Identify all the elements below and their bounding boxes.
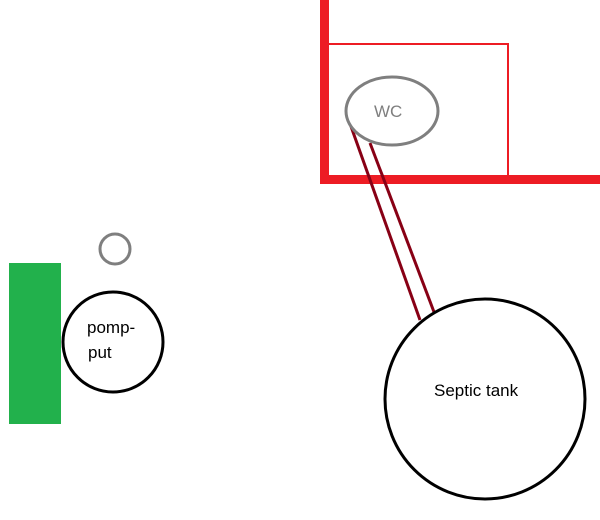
house-wall-horizontal [320,175,600,184]
house-wall-vertical [320,0,329,184]
drain-pipe [346,117,436,321]
wc-outline [344,75,440,147]
pomp-put-label-line2: put [88,343,112,362]
house-wall [320,0,600,184]
green-block [9,263,61,424]
bathroom-outline [329,43,509,176]
small-circle [98,232,132,266]
pomp-put-outline [61,290,165,394]
drain-pipe-line-left [346,117,422,321]
pomp-put-label-line1: pomp- [87,318,135,337]
septic-tank: Septic tank [383,297,587,501]
septic-tank-label: Septic tank [434,381,519,400]
pomp-put: pomp- put [61,290,165,394]
septic-tank-outline [383,297,587,501]
drain-pipe-line-right [368,142,436,313]
wc-label: WC [374,102,402,121]
wc: WC [344,75,440,147]
